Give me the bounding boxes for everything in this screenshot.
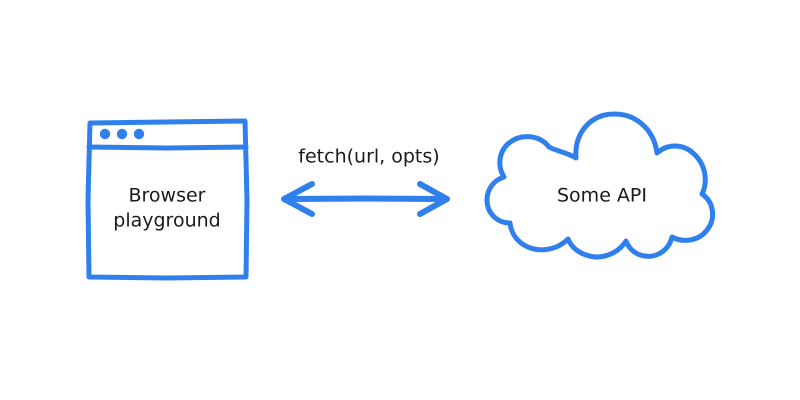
browser-dot-3[interactable]	[133, 128, 145, 140]
node-browser-window[interactable]: Browser playground	[85, 118, 250, 281]
arrowhead-right-icon	[417, 181, 450, 217]
node-cloud-api[interactable]: Some API	[484, 111, 716, 260]
cloud-label-some-api: Some API	[557, 185, 647, 207]
arrowhead-left-icon	[281, 181, 315, 217]
arrow-shaft	[286, 195, 446, 202]
edge-label-fetch: fetch(url, opts)	[298, 146, 439, 168]
cloud-outline	[484, 111, 716, 260]
browser-frame-outline	[85, 118, 250, 281]
browser-label-line-2: playground	[113, 210, 220, 232]
browser-titlebar-divider	[86, 144, 249, 151]
browser-label-line-1: Browser	[129, 185, 206, 207]
browser-dot-1[interactable]	[99, 128, 111, 140]
browser-dot-2[interactable]	[116, 128, 128, 140]
edge-fetch[interactable]: fetch(url, opts)	[281, 146, 450, 217]
